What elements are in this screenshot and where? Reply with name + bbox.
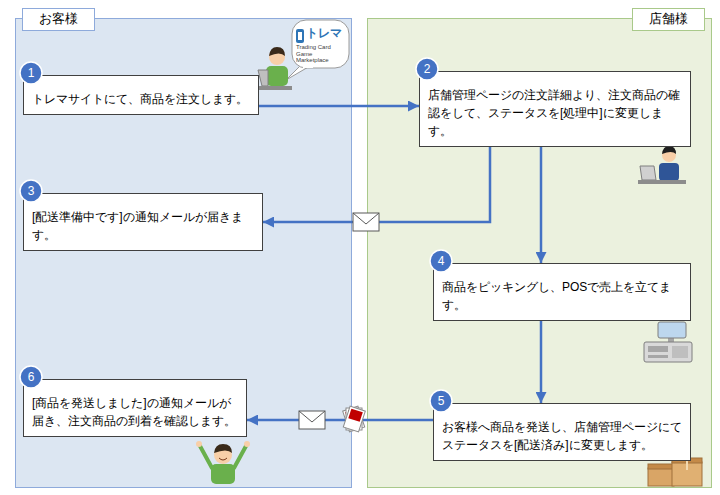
label-wrap: トレマ xyxy=(306,27,348,40)
step-circle-fill xyxy=(20,62,42,84)
callout-number: 4 xyxy=(429,249,453,273)
pos-register-part xyxy=(658,322,686,338)
pos-register xyxy=(644,322,692,362)
flow-arrow xyxy=(263,147,490,222)
speech-bubble xyxy=(286,20,349,80)
speech-bubble-part xyxy=(303,64,313,68)
cardboard-boxes-part xyxy=(648,468,674,486)
cardboard-boxes xyxy=(648,458,702,486)
lane-heading-box: お客様 xyxy=(22,8,95,31)
shop-clerk-figure-part xyxy=(662,146,676,154)
step-text: [配送準備中です]の通知メールが届きます。 xyxy=(32,208,254,244)
process-box: トレマサイトにて、商品を注文します。 xyxy=(23,75,259,115)
flow-arrow xyxy=(247,419,433,422)
happy-customer-figure-part xyxy=(214,444,232,453)
shop-clerk-figure-part xyxy=(659,163,679,181)
happy-customer-figure-part xyxy=(200,446,212,468)
shop-clerk-figure-part xyxy=(638,180,686,184)
process-box: [配送準備中です]の通知メールが届きます。 xyxy=(23,193,263,251)
step-text: お客様へ商品を発送し、店舗管理ページにてステータスを[配送済み]に変更します。 xyxy=(442,418,682,454)
step-circle-fill xyxy=(20,366,42,388)
lane-heading: 店舗様 xyxy=(649,11,688,26)
happy-customer-figure xyxy=(196,441,250,484)
step-circle: 4 xyxy=(429,249,453,273)
mail-icon-part xyxy=(299,411,325,429)
shop-clerk-figure xyxy=(638,146,686,184)
mail-icon-part xyxy=(299,411,325,422)
happy-customer-figure-part xyxy=(219,458,227,460)
pos-register-part xyxy=(648,355,668,358)
trading-cards-icon-part-part xyxy=(343,406,365,432)
cardboard-boxes-part xyxy=(648,464,674,469)
happy-customer-figure-part xyxy=(211,464,235,484)
lane-heading: お客様 xyxy=(39,11,78,26)
pos-register-part xyxy=(644,342,692,362)
flow-arrow xyxy=(259,105,419,108)
step-circle-fill xyxy=(430,390,452,412)
logo-subtitle: Trading Card Game Marketplace xyxy=(296,44,346,64)
happy-customer-figure-part xyxy=(234,446,246,468)
mail-icon xyxy=(299,411,325,429)
happy-customer-figure-part xyxy=(196,441,202,447)
trading-cards-icon xyxy=(343,406,366,432)
step-text: 商品をピッキングし、POSで売上を立てます。 xyxy=(442,278,682,314)
logo-text: トレマ xyxy=(306,27,348,40)
flow-arrow xyxy=(540,147,543,263)
trading-cards-icon-part xyxy=(343,406,365,432)
process-box: お客様へ商品を発送し、店舗管理ページにてステータスを[配送済み]に変更します。 xyxy=(433,403,691,461)
callout-number: 3 xyxy=(19,179,43,203)
step-circle-fill xyxy=(20,180,42,202)
step-text: トレマサイトにて、商品を注文します。 xyxy=(32,90,250,108)
speech-bubble-part xyxy=(292,20,349,68)
trading-cards-icon-part-part xyxy=(348,409,363,422)
trading-cards-icon-part xyxy=(343,406,365,432)
happy-customer-figure-part xyxy=(244,441,250,447)
step-circle: 2 xyxy=(415,57,439,81)
mail-icon-part xyxy=(353,213,379,231)
swimlane-panel: 店舗様2店舗管理ページの注文詳細より、注文商品の確認をして、ステータスを[処理中… xyxy=(367,18,712,488)
lane-heading-box: 店舗様 xyxy=(632,8,705,31)
step-circle: 5 xyxy=(429,389,453,413)
callout-number: 5 xyxy=(429,389,453,413)
process-box: [商品を発送しました]の通知メールが届き、注文商品の到着を確認します。 xyxy=(23,379,247,437)
step-text: 店舗管理ページの注文詳細より、注文商品の確認をして、ステータスを[処理中]に変更… xyxy=(428,86,682,140)
label-wrap: Trading Card Game Marketplace xyxy=(296,44,346,64)
step-circle: 6 xyxy=(19,365,43,389)
customer-figure-part xyxy=(256,86,292,90)
customer-figure-part xyxy=(269,47,285,56)
mail-icon-part xyxy=(353,213,379,224)
step-circle-fill xyxy=(416,58,438,80)
flow-arrow xyxy=(540,321,543,403)
customer-figure-part xyxy=(258,70,268,86)
step-circle: 1 xyxy=(19,61,43,85)
process-box: 店舗管理ページの注文詳細より、注文商品の確認をして、ステータスを[処理中]に変更… xyxy=(419,71,691,147)
step-circle-fill xyxy=(430,250,452,272)
process-box: 商品をピッキングし、POSで売上を立てます。 xyxy=(433,263,691,321)
pos-register-part xyxy=(672,346,688,358)
customer-figure-part xyxy=(266,66,288,86)
callout-number: 6 xyxy=(19,365,43,389)
cardboard-boxes-part xyxy=(686,458,688,470)
callout-number: 2 xyxy=(415,57,439,81)
customer-figure xyxy=(256,47,292,90)
mail-icon xyxy=(353,213,379,231)
shop-clerk-figure-part xyxy=(640,166,656,180)
pos-register-part xyxy=(648,346,668,352)
step-text: [商品を発送しました]の通知メールが届き、注文商品の到着を確認します。 xyxy=(32,394,238,430)
step-circle: 3 xyxy=(19,179,43,203)
speech-bubble-part xyxy=(298,32,302,40)
speech-bubble-part xyxy=(296,29,304,43)
callout-number: 1 xyxy=(19,61,43,85)
trading-cards-icon-part-part xyxy=(343,406,365,432)
